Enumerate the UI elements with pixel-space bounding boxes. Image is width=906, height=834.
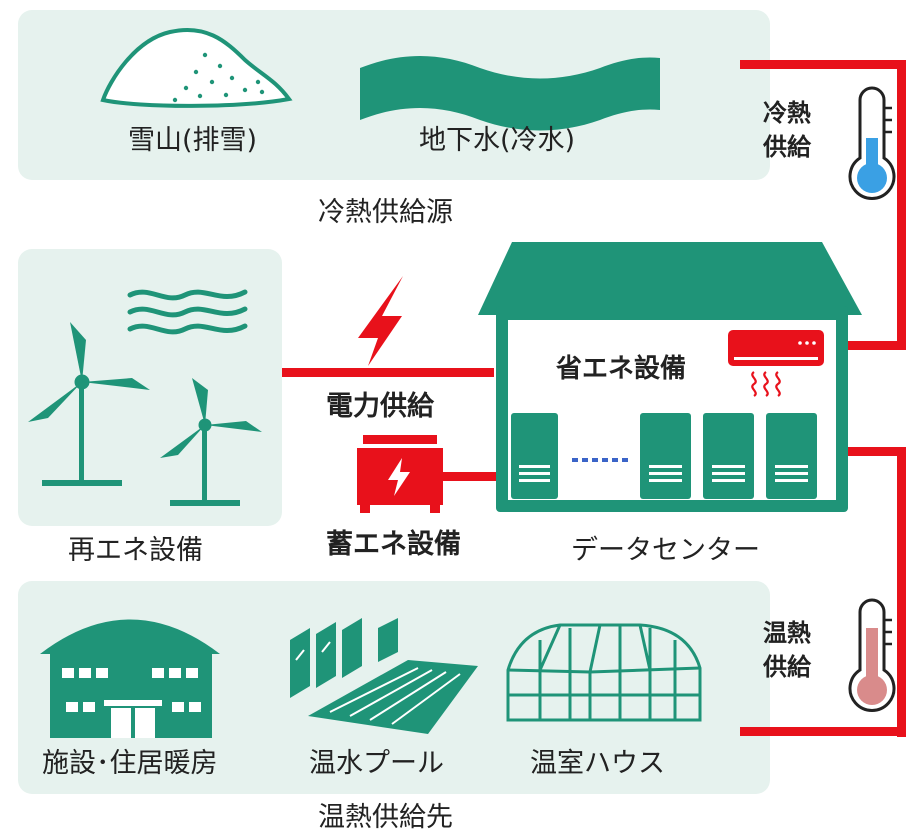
- heat-supply-line1: 温熱: [763, 619, 811, 647]
- wind-icon: [127, 289, 248, 335]
- facility-label: 施設･住居暖房: [42, 748, 218, 779]
- warm-thermometer-icon: [848, 598, 896, 712]
- lightning-icon: [358, 276, 403, 366]
- groundwater-label: 地下水(冷水): [419, 125, 576, 156]
- wind-turbine-icon: [28, 322, 150, 486]
- air-conditioner-icon: [728, 330, 824, 397]
- power-supply-label: 電力供給: [326, 391, 434, 422]
- heat-destination-title: 温熱供給先: [318, 802, 453, 833]
- cold-source-title: 冷熱供給源: [318, 197, 453, 228]
- groundwater-icon: [360, 56, 660, 131]
- cold-supply-line2: 供給: [763, 133, 811, 161]
- pool-icon: [290, 618, 478, 734]
- cold-thermometer-icon: [848, 86, 896, 200]
- wind-turbine-icon: [160, 378, 262, 506]
- supply-lines: [282, 60, 906, 737]
- cold-supply-label: 冷熱 供給: [757, 96, 817, 164]
- heat-supply-line2: 供給: [763, 653, 811, 681]
- energy-storage-label: 蓄エネ設備: [326, 529, 461, 560]
- renewable-title: 再エネ設備: [68, 535, 203, 566]
- snow-mountain-label: 雪山(排雪): [128, 125, 258, 156]
- battery-icon: [357, 435, 443, 513]
- cold-supply-line1: 冷熱: [763, 99, 811, 127]
- greenhouse-label: 温室ハウス: [530, 748, 665, 779]
- facility-building-icon: [40, 619, 220, 738]
- energy-saving-label: 省エネ設備: [556, 354, 687, 384]
- pool-label: 温水プール: [309, 748, 444, 779]
- snow-mountain-icon: [100, 27, 293, 108]
- heat-supply-label: 温熱 供給: [757, 616, 817, 684]
- greenhouse-icon: [506, 623, 702, 722]
- datacenter-title: データセンター: [571, 535, 760, 566]
